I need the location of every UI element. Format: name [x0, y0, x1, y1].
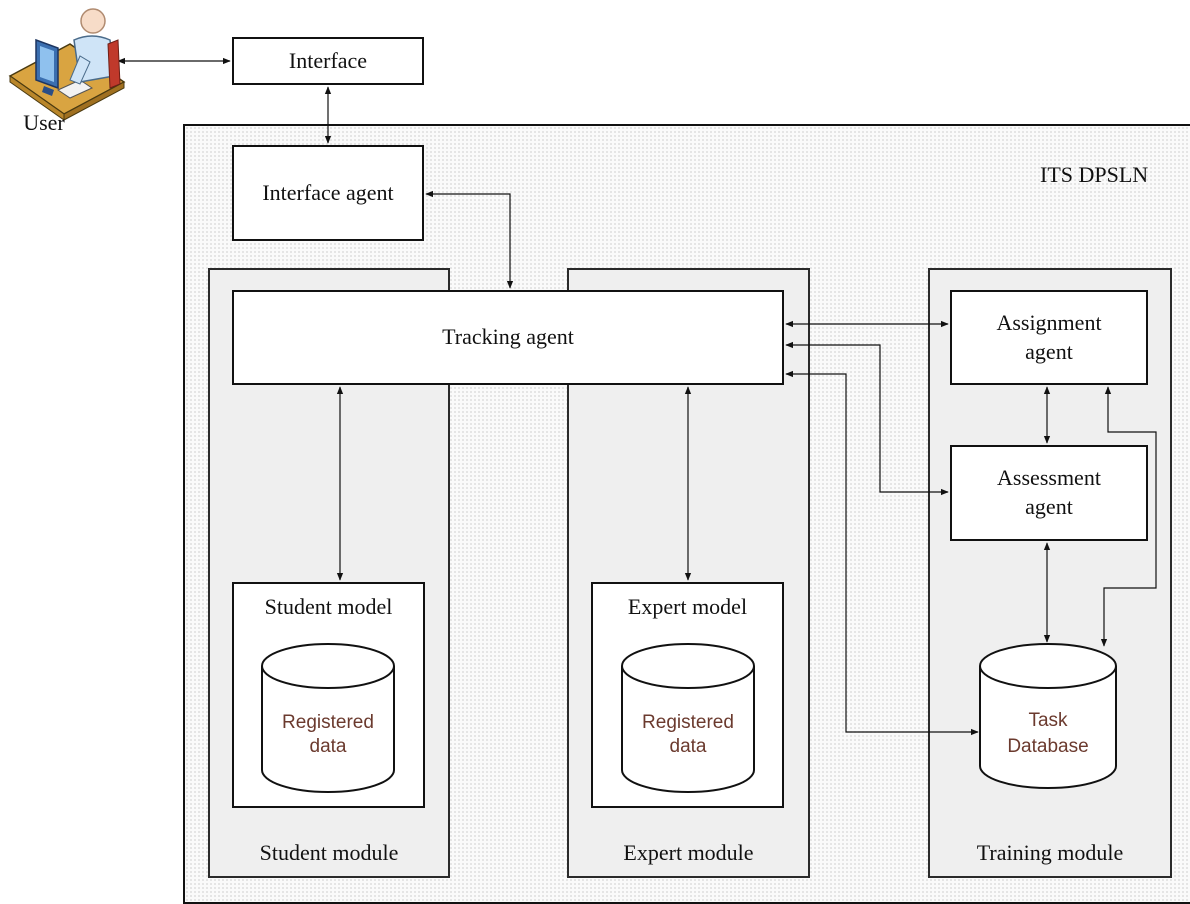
- task-database-cylinder: Task Database: [979, 643, 1117, 789]
- expert-database-cylinder: Registered data: [621, 643, 755, 793]
- interface-agent-label: Interface agent: [262, 179, 394, 205]
- system-title: ITS DPSLN: [1040, 162, 1149, 187]
- assignment-task-db-link: [1100, 386, 1157, 647]
- tracking-assessment-link: [785, 341, 949, 496]
- task-db-label-1: Task: [1028, 710, 1068, 731]
- assignment-agent-label-2: agent: [1025, 338, 1073, 364]
- interface-box: Interface: [232, 37, 424, 85]
- student-module-label: Student module: [259, 840, 399, 865]
- tracking-agent-label: Tracking agent: [442, 324, 574, 350]
- assessment-agent-box: Assessment agent: [950, 445, 1148, 541]
- tracking-task-db-link: [785, 370, 979, 736]
- user-at-computer-icon: [8, 8, 126, 121]
- assignment-agent-box: Assignment agent: [950, 290, 1148, 385]
- student-model-label: Student model: [264, 594, 393, 619]
- assignment-agent-label-1: Assignment: [996, 309, 1102, 335]
- student-db-label-2: data: [310, 736, 347, 757]
- interface-agent-box: Interface agent: [232, 145, 424, 241]
- student-database-cylinder: Registered data: [261, 643, 395, 793]
- interface-label: Interface: [288, 47, 368, 73]
- student-db-label-1: Registered: [282, 712, 374, 733]
- expert-model-label: Expert model: [627, 594, 748, 619]
- expert-db-label-1: Registered: [642, 712, 734, 733]
- expert-module-label: Expert module: [623, 840, 754, 865]
- training-module-label: Training module: [976, 840, 1124, 865]
- user-label: User: [23, 110, 65, 135]
- task-db-label-2: Database: [1007, 736, 1088, 757]
- tracking-agent-box: Tracking agent: [232, 290, 784, 385]
- expert-db-label-2: data: [670, 736, 707, 757]
- assessment-agent-label-2: agent: [1025, 494, 1073, 519]
- interface-agent-tracking-link: [425, 190, 514, 289]
- assessment-agent-label-1: Assessment: [997, 465, 1101, 491]
